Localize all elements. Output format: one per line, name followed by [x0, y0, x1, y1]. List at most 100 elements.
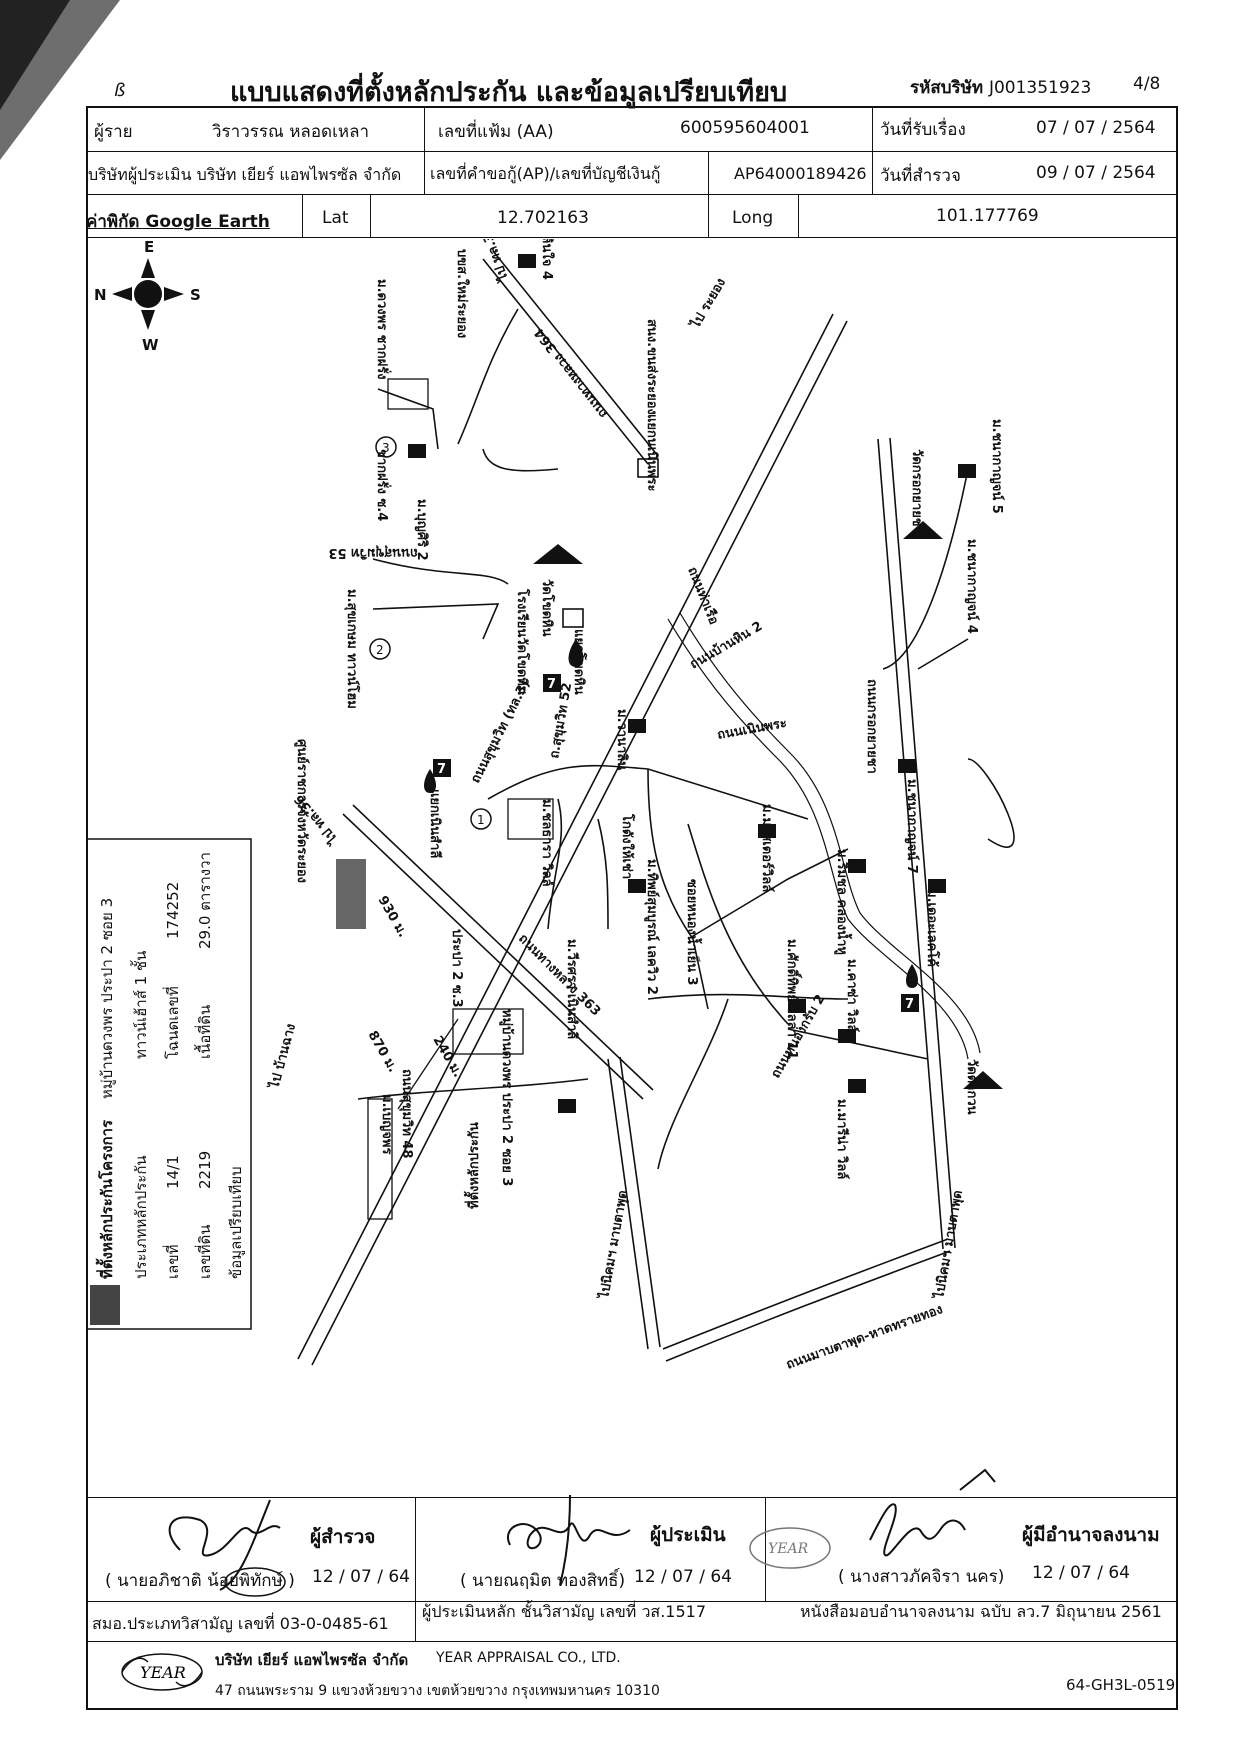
- building-block: [507, 798, 554, 840]
- seven-eleven-icon: 7: [543, 674, 561, 692]
- authorizer-date: 12 / 07 / 64: [1032, 1563, 1130, 1583]
- long-value: 101.177769: [936, 206, 1039, 226]
- footer-company-en: YEAR APPRAISAL CO., LTD.: [436, 1650, 621, 1666]
- sukhumvit-h-label: ม.สุขเกษม ทาวน์โฮม: [344, 589, 361, 709]
- file-no: 600595604001: [680, 118, 810, 138]
- legend-row4-value: 2219: [196, 1151, 214, 1189]
- junction-box: [562, 608, 584, 628]
- svg-text:3: 3: [382, 441, 390, 455]
- document-frame: [86, 106, 1178, 1710]
- khasoe-label: ม.เดอะเลคโค้: [924, 889, 941, 967]
- location-map: E N S W 7 7 7 1 2 3 ถนนสุขุมวิท (ทล.3) ถ…: [88, 239, 1015, 1373]
- sukhumvit-road-line: [311, 320, 848, 1366]
- seven-eleven-icon: 7: [901, 994, 919, 1012]
- authorizer-signature: [869, 1468, 996, 1557]
- village-pra2-label: หมู่บ้านดวงพร ประปา 2 ซอย 3: [499, 1009, 515, 1186]
- legend-row1-value: หมู่บ้านดวงพร ประปา 2 ซอย 3: [98, 898, 116, 1099]
- kanoknam4-label: ม.ชนากาญจน์ 4: [964, 539, 980, 634]
- divider: [86, 151, 1178, 152]
- surveyor-name: ( นายอภิชาติ น้อยพิทักษ์ ): [105, 1571, 295, 1591]
- junction-mid-label: แยกโขดหิน: [571, 629, 588, 695]
- received-date: 07 / 07 / 2564: [1036, 118, 1156, 138]
- appraiser-name: ( นายณฤมิต ทองสิทธิ์): [460, 1571, 626, 1591]
- village-icon: [838, 1029, 856, 1043]
- village-icon: [898, 759, 916, 773]
- surveyor-date: 12 / 07 / 64: [312, 1567, 410, 1587]
- thipsukan-label: ม.ทิพย์สุมบูรณ์ เลควิว 2: [644, 859, 660, 995]
- kanoknam5-label: ม.ชนากาญจน์ 5: [989, 419, 1005, 514]
- surveyor-license: สมอ.ประเภทวิสามัญ เลขที่ 03-0-0485-61: [92, 1614, 389, 1633]
- coord-label: ค่าพิกัด Google Earth: [86, 212, 270, 232]
- legend-row5-label: ข้อมูลเปรียบเทียบ: [227, 1166, 245, 1279]
- rd-ban2-label: ถนนบ้านหิน 2: [687, 618, 765, 672]
- rd-nongkhon-label: ถนนกรอกยายชา: [864, 679, 879, 774]
- divider: [424, 106, 425, 151]
- soi-hai-label: โกดังให้เช่า: [619, 813, 636, 879]
- legend-row3-label2: โฉนดเลขที่: [162, 986, 182, 1059]
- dist-240-label: 240 ม.: [430, 1034, 466, 1081]
- marina-label: ม.มารีน่า วิลล์: [834, 1099, 850, 1179]
- legend-row4-label2: เนื้อที่ดิน: [194, 1005, 214, 1059]
- wiraya-label: ม.วีรศรา เนินสำลี: [564, 939, 580, 1039]
- divider: [708, 151, 709, 194]
- seven-eleven-icon: 7: [433, 759, 451, 777]
- bussiri-label: ม.บุญศิริ 2: [414, 499, 429, 561]
- site-note-label: ที่ตั้งหลักประกัน: [463, 1122, 482, 1209]
- loan-no: AP64000189426: [734, 164, 867, 183]
- divider: [302, 194, 303, 237]
- svg-text:YEAR: YEAR: [768, 1541, 809, 1557]
- divider: [86, 1641, 1178, 1642]
- temple-kh-label: วัดโขดหิน: [539, 579, 556, 637]
- divider: [708, 194, 709, 237]
- village-icon: [958, 464, 976, 478]
- divider: [765, 1497, 766, 1601]
- bch-label: บขส.ใหม่ระยอง: [454, 249, 471, 338]
- village-icon: [518, 254, 536, 268]
- appraiser-company: บริษัทผู้ประเมิน บริษัท เยียร์ แอพไพรซัล…: [88, 165, 402, 184]
- svg-text:YEAR: YEAR: [140, 1663, 186, 1682]
- company-code: รหัสบริษัท J001351923: [910, 78, 1092, 98]
- svg-text:7: 7: [547, 677, 556, 692]
- temple-kyc-label: วัดกรอกยายชา: [909, 449, 924, 534]
- sakdi-label: ม.ศักดิ์ทิพย์ วิลล่า 11: [784, 939, 803, 1060]
- rd-364-label: ถนนทางหลวง 364: [532, 325, 611, 421]
- junction-box: [637, 458, 659, 478]
- rd-363-label: ถนนทางหลวง 363: [515, 931, 603, 1019]
- divider: [86, 1497, 1178, 1498]
- village-icon: [408, 444, 426, 458]
- divider: [370, 194, 371, 237]
- divider: [872, 151, 873, 194]
- svg-text:7: 7: [437, 762, 446, 777]
- sukhumvit48-label: ถนนสุขุมวิท 48: [399, 1069, 414, 1159]
- file-no-label: เลขที่แฟ้ม (AA): [438, 122, 554, 142]
- marino-label: ม.มาสเตอร์วิลล์: [759, 804, 775, 892]
- village-icon: [848, 1079, 866, 1093]
- gas-station-icon: [568, 639, 584, 667]
- marker-1: 1: [470, 808, 492, 830]
- gas-station-icon: [424, 769, 436, 793]
- temple-icon: [903, 521, 943, 539]
- surveyor-role: ผู้สำรวจ: [310, 1526, 376, 1548]
- nongnamyen-label: ซอยหนองน้ำเย็น 3: [684, 879, 703, 986]
- page-title: แบบแสดงที่ตั้งหลักประกัน และข้อมูลเปรียบ…: [230, 77, 788, 108]
- gas-station-icon: [906, 964, 918, 988]
- village-icon: [848, 859, 866, 873]
- received-label: วันที่รับเรื่อง: [880, 120, 966, 140]
- to-rayong-label: ไป ระยอง: [686, 275, 729, 333]
- appraiser-role: ผู้ประเมิน: [650, 1524, 726, 1546]
- appraiser-date: 12 / 07 / 64: [634, 1567, 732, 1587]
- marker-2: 2: [369, 638, 391, 660]
- pra2-label: ประปา 2 ซ.3: [449, 929, 464, 1008]
- authorizer-role: ผู้มีอำนาจลงนาม: [1022, 1524, 1160, 1546]
- legend-row3-value2: 174252: [164, 882, 182, 939]
- scan-corner-shadow: [0, 0, 120, 160]
- corner-mark: ß: [114, 80, 126, 101]
- svg-text:1: 1: [477, 813, 485, 827]
- village-icon: [628, 719, 646, 733]
- footer-company-th: บริษัท เยียร์ แอพไพรซัล จำกัด: [215, 1651, 409, 1669]
- rim-khlong-label: ม.ริมชล คลองน้ำหู: [834, 849, 853, 955]
- school-label: โรงเรียนวัดโขดหิน: [514, 588, 531, 695]
- page-number: 4/8: [1133, 74, 1161, 94]
- divider: [872, 106, 873, 151]
- compass-n: N: [94, 286, 107, 304]
